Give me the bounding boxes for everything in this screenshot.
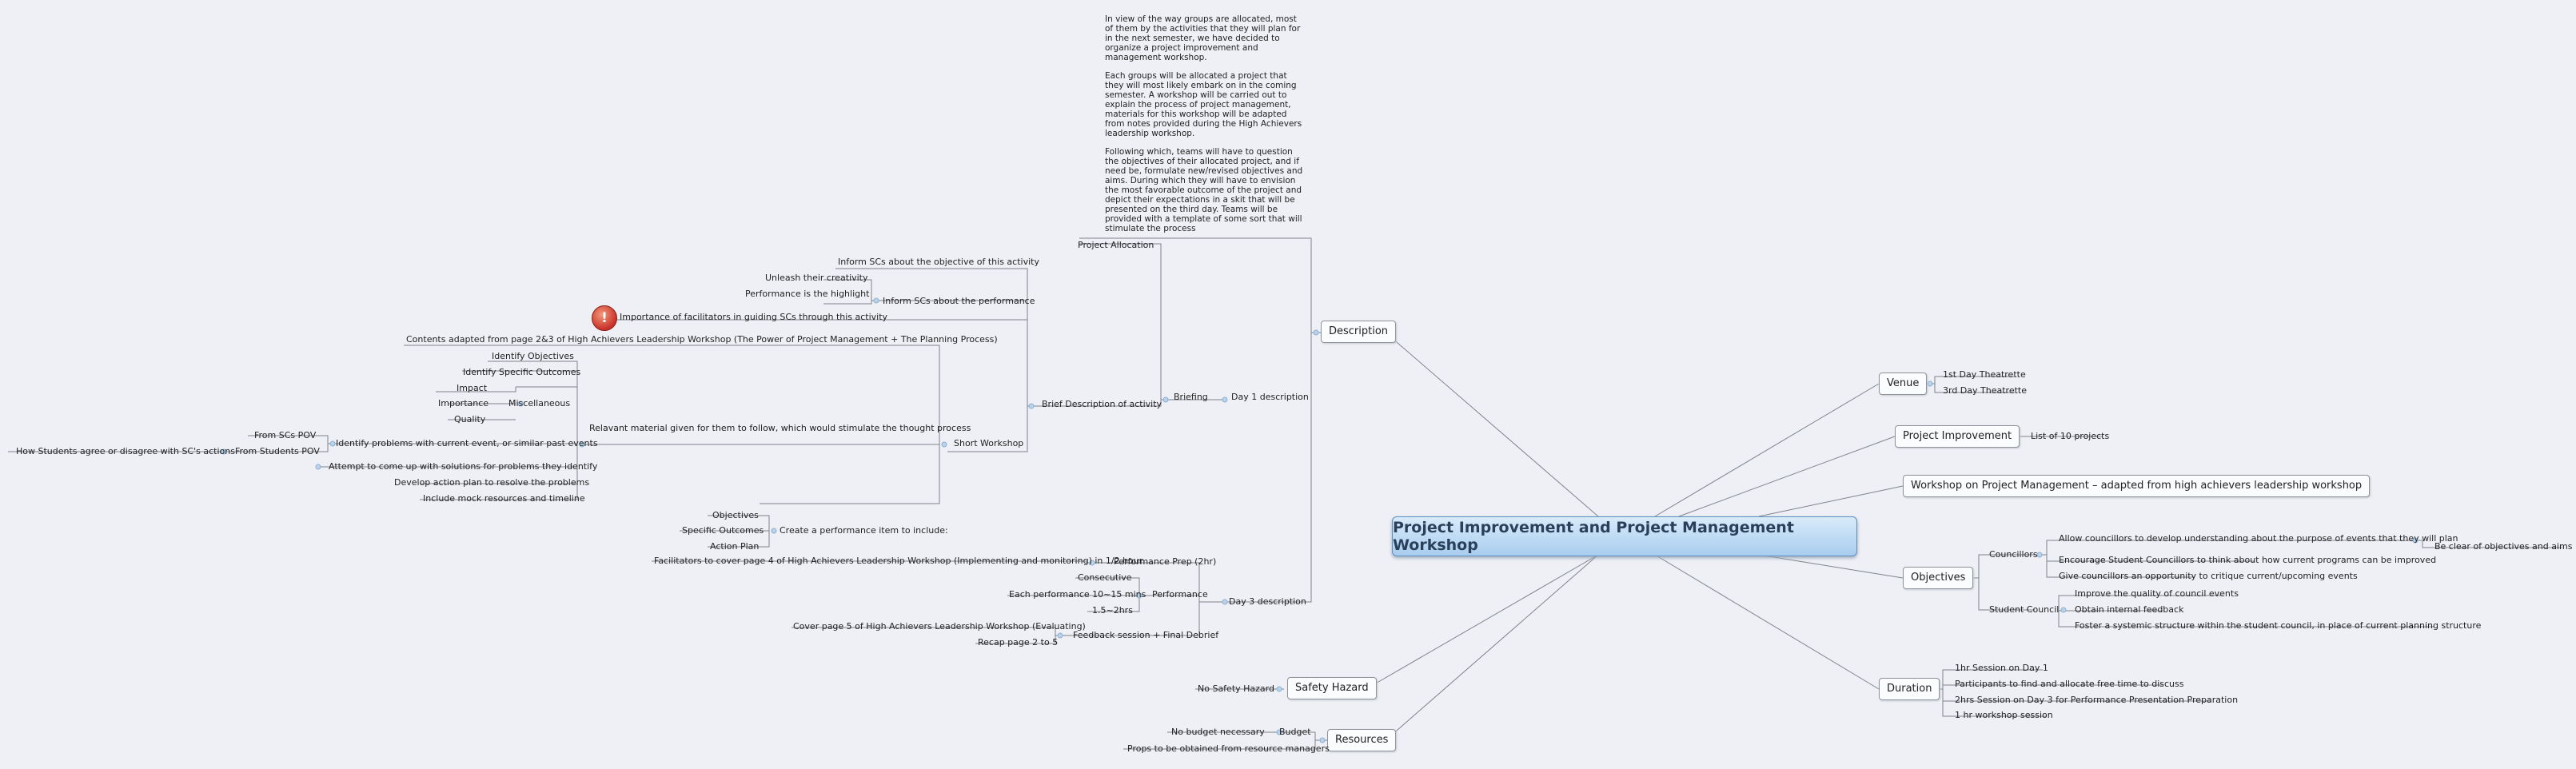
node-session-day3[interactable]: 2hrs Session on Day 3 for Performance Pr… — [1955, 695, 2239, 705]
node-importance-facilitators[interactable]: Importance of facilitators in guiding SC… — [620, 312, 888, 322]
node-duration-range[interactable]: 1.5~2hrs — [1092, 605, 1133, 616]
note-para-2: Each groups will be allocated a project … — [1105, 71, 1302, 138]
node-session-day1[interactable]: 1hr Session on Day 1 — [1955, 663, 2048, 673]
node-no-budget[interactable]: No budget necessary — [1171, 727, 1265, 737]
node-councillors[interactable]: Councillors — [1989, 549, 2038, 560]
node-how-students[interactable]: How Students agree or disagree with SC's… — [16, 446, 235, 456]
topic-workshop[interactable]: Workshop on Project Management – adapted… — [1903, 475, 2371, 497]
node-short-workshop[interactable]: Short Workshop — [954, 438, 1024, 448]
node-mock-resources[interactable]: Include mock resources and timeline — [423, 493, 585, 504]
topic-resources[interactable]: Resources — [1327, 729, 1397, 751]
node-contents-adapted[interactable]: Contents adapted from page 2&3 of High A… — [406, 334, 998, 345]
node-each-performance[interactable]: Each performance 10~15 mins — [1009, 589, 1146, 600]
node-briefing[interactable]: Briefing — [1174, 392, 1208, 402]
node-day3-description[interactable]: Day 3 description — [1229, 596, 1306, 607]
node-budget[interactable]: Budget — [1279, 727, 1311, 737]
node-objectives[interactable]: Objectives — [712, 510, 759, 520]
node-foster-structure[interactable]: Foster a systemic structure within the s… — [2075, 620, 2482, 631]
node-props[interactable]: Props to be obtained from resource manag… — [1127, 743, 1330, 754]
node-brief-description[interactable]: Brief Description of activity — [1042, 399, 1162, 409]
node-student-council[interactable]: Student Council — [1989, 604, 2060, 615]
node-obtain-feedback[interactable]: Obtain internal feedback — [2075, 604, 2184, 615]
node-give-opportunity[interactable]: Give councillors an opportunity to criti… — [2059, 571, 2358, 581]
topic-objectives[interactable]: Objectives — [1903, 567, 1974, 589]
node-develop-action-plan[interactable]: Develop action plan to resolve the probl… — [394, 477, 590, 488]
node-facilitators-cover[interactable]: Facilitators to cover page 4 of High Ach… — [654, 556, 1143, 566]
node-quality[interactable]: Quality — [454, 414, 486, 424]
node-relevant-material[interactable]: Relavant material given for them to foll… — [589, 423, 971, 433]
node-miscellaneous[interactable]: Miscellaneous — [508, 398, 571, 408]
warning-icon: ! — [592, 305, 617, 331]
node-identify-outcomes[interactable]: Identify Specific Outcomes — [463, 367, 581, 377]
node-unleash-creativity[interactable]: Unleash their creativity — [765, 273, 868, 283]
node-encourage[interactable]: Encourage Student Councillors to think a… — [2059, 555, 2437, 565]
node-day1-description[interactable]: Day 1 description — [1231, 392, 1309, 402]
topic-venue[interactable]: Venue — [1879, 373, 1928, 395]
node-specific-outcomes[interactable]: Specific Outcomes — [682, 525, 764, 536]
topic-description[interactable]: Description — [1321, 321, 1397, 343]
note-para-1: In view of the way groups are allocated,… — [1105, 14, 1301, 62]
node-action-plan[interactable]: Action Plan — [710, 541, 760, 552]
topic-duration[interactable]: Duration — [1879, 678, 1940, 700]
node-recap[interactable]: Recap page 2 to 5 — [978, 637, 1059, 647]
topic-project-improvement[interactable]: Project Improvement — [1895, 425, 2020, 448]
node-workshop-session[interactable]: 1 hr workshop session — [1955, 710, 2053, 720]
node-from-scs-pov[interactable]: From SCs POV — [254, 430, 317, 440]
node-inform-performance[interactable]: Inform SCs about the performance — [883, 296, 1035, 306]
node-allow-councillors[interactable]: Allow councillors to develop understandi… — [2059, 533, 2458, 544]
note-para-3: Following which, teams will have to ques… — [1105, 147, 1303, 233]
node-impact[interactable]: Impact — [457, 383, 488, 393]
node-participants[interactable]: Participants to find and allocate free t… — [1955, 679, 2184, 689]
description-note: In view of the way groups are allocated,… — [1105, 14, 1306, 242]
node-performance-prep[interactable]: Performance Prep (2hr) — [1114, 556, 1217, 567]
node-identify-objectives[interactable]: Identify Objectives — [492, 351, 574, 361]
node-be-clear[interactable]: Be clear of objectives and aims — [2434, 541, 2573, 552]
node-no-safety-hazard[interactable]: No Safety Hazard — [1198, 683, 1274, 694]
node-performance[interactable]: Performance — [1152, 589, 1208, 600]
node-1st-day-theatrette[interactable]: 1st Day Theatrette — [1943, 369, 2026, 380]
node-performance-highlight[interactable]: Performance is the highlight — [745, 289, 870, 299]
node-consecutive[interactable]: Consecutive — [1078, 572, 1132, 583]
node-cover-page5[interactable]: Cover page 5 of High Achievers Leadershi… — [793, 621, 1086, 632]
node-inform-objective[interactable]: Inform SCs about the objective of this a… — [838, 257, 1039, 267]
node-create-performance[interactable]: Create a performance item to include: — [780, 525, 948, 536]
central-topic[interactable]: Project Improvement and Project Manageme… — [1392, 516, 1857, 556]
node-improve-quality[interactable]: Improve the quality of council events — [2075, 588, 2239, 599]
node-feedback-session[interactable]: Feedback session + Final Debrief — [1073, 630, 1219, 640]
node-3rd-day-theatrette[interactable]: 3rd Day Theatrette — [1943, 385, 2027, 396]
node-from-students-pov[interactable]: From Students POV — [235, 446, 320, 456]
node-attempt-solutions[interactable]: Attempt to come up with solutions for pr… — [329, 461, 598, 472]
node-identify-problems[interactable]: Identify problems with current event, or… — [336, 438, 598, 448]
node-project-allocation[interactable]: Project Allocation — [1078, 240, 1154, 250]
topic-safety-hazard[interactable]: Safety Hazard — [1287, 677, 1377, 699]
node-importance[interactable]: Importance — [438, 398, 489, 408]
node-list-of-projects[interactable]: List of 10 projects — [2031, 431, 2110, 441]
